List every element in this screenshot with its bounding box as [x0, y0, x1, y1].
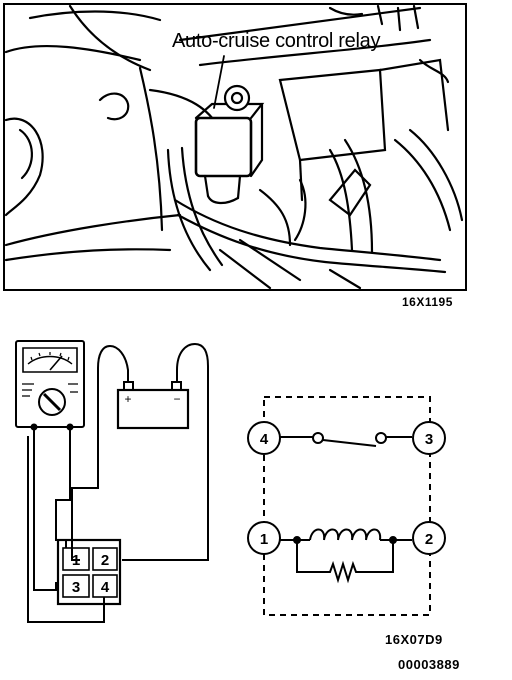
- photo-figure-code: 16X1195: [402, 295, 453, 309]
- resistor-branch: [296, 540, 394, 584]
- connector-pin-4: 4: [101, 579, 110, 596]
- connector-pin-3: 3: [72, 579, 80, 596]
- probe-lead-right: [55, 427, 71, 548]
- battery: [116, 388, 190, 430]
- relay-schematic: [247, 396, 446, 616]
- terminal-1-label: 1: [260, 531, 268, 548]
- terminal-2: [412, 521, 446, 555]
- page-code: 00003889: [398, 657, 460, 672]
- probe-lead-left: [33, 427, 57, 591]
- ohmmeter-dial: [38, 388, 66, 416]
- relay-connector: [56, 538, 122, 606]
- terminal-1: [247, 521, 281, 555]
- terminal-3: [412, 421, 446, 455]
- connector-pin-2: 2: [101, 552, 109, 569]
- terminal-4: [247, 421, 281, 455]
- terminal-2-label: 2: [425, 531, 433, 548]
- relay-housing: [263, 396, 431, 616]
- relay-callout-label: Auto-cruise control relay: [172, 30, 381, 52]
- contact-left: [312, 432, 324, 444]
- pin4-lead: [27, 436, 105, 623]
- contact-right: [375, 432, 387, 444]
- test-setup: [15, 340, 209, 623]
- terminal-4-label: 4: [260, 431, 269, 448]
- coil: [309, 528, 382, 541]
- terminal-3-label: 3: [425, 431, 433, 448]
- contact-arm: [322, 439, 377, 447]
- battery-positive-wire: [71, 344, 129, 561]
- battery-minus-label: −: [173, 392, 180, 406]
- connector-pin-1: 1: [72, 552, 80, 569]
- battery-negative-wire: [122, 342, 209, 561]
- engine-bay-illustration: [3, 3, 467, 291]
- ohmmeter: [15, 340, 85, 428]
- battery-plus-label: +: [124, 392, 131, 406]
- circuit-figure-code: 16X07D9: [385, 632, 443, 647]
